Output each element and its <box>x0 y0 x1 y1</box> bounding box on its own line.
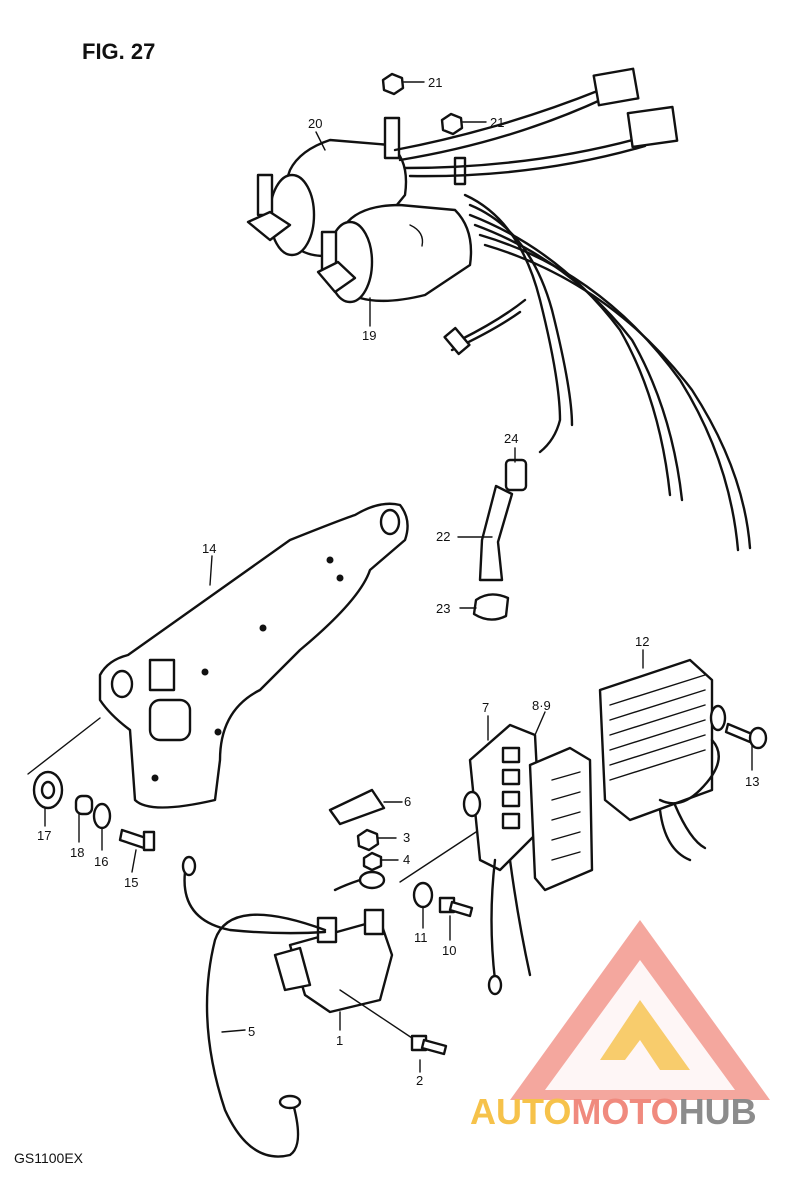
callout-11: 11 <box>414 930 428 945</box>
washer-4 <box>362 851 383 872</box>
callout-13: 13 <box>745 774 759 789</box>
callout-17: 17 <box>37 828 51 843</box>
washer-16 <box>92 802 112 830</box>
callout-21-top: 21 <box>428 75 442 90</box>
callout-16: 16 <box>94 854 108 869</box>
bracket-14 <box>98 502 409 809</box>
screw-10 <box>438 896 474 918</box>
starter-relay-1 <box>273 908 394 1014</box>
collar-18 <box>74 794 94 816</box>
callout-23: 23 <box>436 601 450 616</box>
nut-21-middle <box>440 112 464 136</box>
callout-2: 2 <box>416 1073 423 1088</box>
boot-6 <box>328 788 386 826</box>
callout-3: 3 <box>403 830 410 845</box>
terminal-24 <box>504 458 528 492</box>
callout-14: 14 <box>202 541 216 556</box>
screw-13 <box>724 722 768 750</box>
callout-5: 5 <box>248 1024 255 1039</box>
callout-19: 19 <box>362 328 376 343</box>
nut-21-top <box>381 72 405 96</box>
callout-12: 12 <box>635 634 649 649</box>
figure-title: FIG. 27 <box>82 39 155 64</box>
callout-6: 6 <box>404 794 411 809</box>
fuse-cover-8-9 <box>528 746 594 892</box>
callout-18: 18 <box>70 845 84 860</box>
regulator-rectifier-12 <box>598 658 727 862</box>
coil-wiring-harness <box>393 67 752 552</box>
grommet-17 <box>32 770 64 810</box>
callout-10: 10 <box>442 943 456 958</box>
spark-plug-cap-22 <box>478 484 514 582</box>
watermark-letter-g <box>600 1000 690 1070</box>
watermark-text: AUTOMOTOHUB <box>470 1091 757 1132</box>
model-code: GS1100EX <box>14 1150 84 1166</box>
watermark-logo <box>510 920 770 1100</box>
bolt-15 <box>118 828 156 852</box>
ignition-coil-lower <box>316 203 473 304</box>
leader-lines <box>27 81 753 1073</box>
callout-7: 7 <box>482 700 489 715</box>
callout-21-middle: 21 <box>490 115 504 130</box>
callout-15: 15 <box>124 875 138 890</box>
fuse-box-7 <box>462 723 542 996</box>
screw-2 <box>410 1034 448 1056</box>
battery-cable-5 <box>181 855 386 1158</box>
cap-seal-23 <box>472 593 510 621</box>
washer-11 <box>412 881 434 909</box>
callout-8-9: 8·9 <box>532 698 551 713</box>
ignition-coil-upper <box>246 116 467 258</box>
callout-4: 4 <box>403 852 410 867</box>
callout-labels: 1 2 3 4 5 6 7 8·9 10 11 12 13 14 15 16 1… <box>37 75 759 1088</box>
callout-20: 20 <box>308 116 322 131</box>
callout-22: 22 <box>436 529 450 544</box>
nut-3 <box>356 828 380 852</box>
callout-1: 1 <box>336 1033 343 1048</box>
callout-24: 24 <box>504 431 518 446</box>
